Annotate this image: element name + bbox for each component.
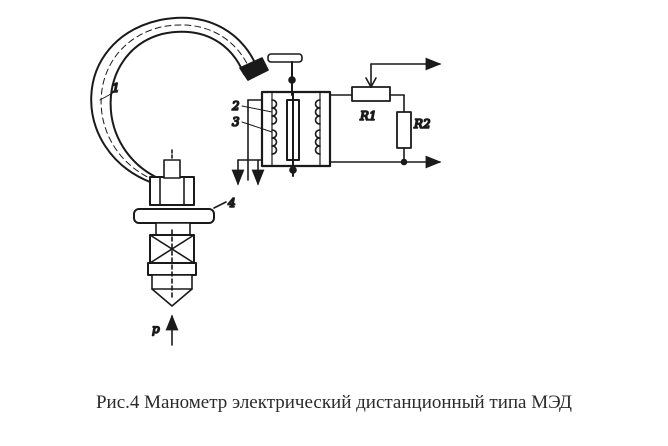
tube-tip bbox=[239, 57, 269, 81]
label-pressure: p bbox=[152, 322, 160, 336]
label-resistor-1: R1 bbox=[359, 109, 377, 123]
label-resistor-2: R2 bbox=[413, 117, 431, 131]
bourdon-tube bbox=[90, 16, 259, 183]
wiring-right bbox=[329, 57, 442, 169]
connecting-lever bbox=[267, 53, 303, 96]
differential-transformer bbox=[260, 90, 332, 177]
label-fitting: 4 bbox=[227, 196, 236, 210]
label-tube: 1 bbox=[112, 81, 120, 95]
label-coil-lower: 3 bbox=[232, 115, 240, 129]
wiring-left bbox=[231, 99, 265, 186]
label-coil-upper: 2 bbox=[231, 99, 240, 113]
pressure-gauge-diagram: 1 2 3 4 p R1 R2 bbox=[90, 16, 442, 346]
fitting-assembly bbox=[133, 149, 227, 307]
figure-caption: Рис.4 Манометр электрический дистанционн… bbox=[95, 392, 573, 413]
